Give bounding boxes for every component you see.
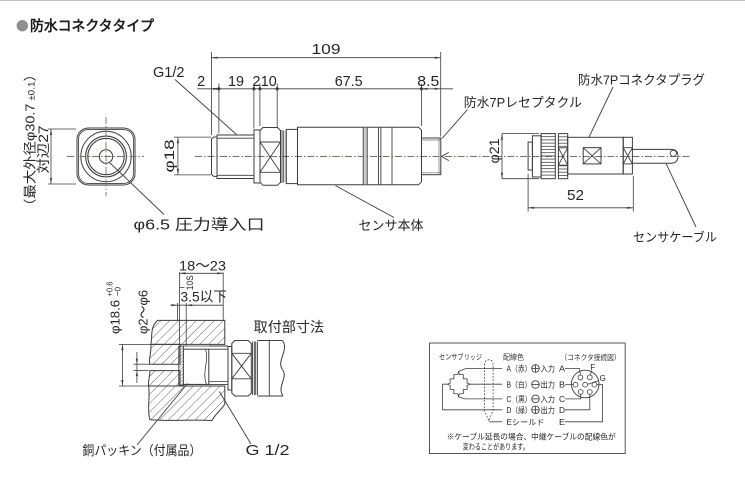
- svg-text:配線色: 配線色: [503, 351, 524, 361]
- svg-text:C: C: [559, 395, 565, 404]
- svg-text:防水7Pレセプタクル: 防水7Pレセプタクル: [464, 95, 582, 110]
- svg-text:φ18.6: φ18.6: [108, 300, 123, 334]
- svg-text:67.5: 67.5: [335, 74, 363, 90]
- svg-text:52: 52: [567, 188, 584, 204]
- svg-text:10: 10: [261, 74, 277, 90]
- svg-text:+0.6: +0.6: [105, 281, 115, 296]
- svg-text:防水コネクタタイプ: 防水コネクタタイプ: [30, 17, 154, 35]
- svg-text:2: 2: [197, 74, 205, 90]
- svg-text:G: G: [600, 374, 606, 383]
- svg-text:φ18: φ18: [161, 139, 177, 172]
- svg-text:出力: 出力: [541, 380, 556, 390]
- svg-text:G 1/2: G 1/2: [246, 443, 290, 459]
- svg-text:銅パッキン（付属品）: 銅パッキン（付属品）: [82, 443, 201, 458]
- svg-text:入力: 入力: [541, 364, 556, 374]
- svg-text:8.5: 8.5: [417, 74, 439, 90]
- svg-text:φ21: φ21: [486, 138, 502, 163]
- svg-text:防水7Pコネクタプラグ: 防水7Pコネクタプラグ: [578, 73, 705, 88]
- svg-text:（コネクタ接続図）: （コネクタ接続図）: [561, 352, 621, 362]
- svg-text:G1/2: G1/2: [153, 65, 185, 81]
- svg-text:2: 2: [252, 74, 260, 90]
- svg-text:出力: 出力: [541, 405, 556, 415]
- svg-text:−0: −0: [113, 287, 123, 296]
- svg-text:（最大外径φ30.7 ±0.1）: （最大外径φ30.7 ±0.1）: [23, 67, 38, 213]
- svg-text:入力: 入力: [541, 394, 556, 404]
- svg-text:19: 19: [228, 74, 244, 90]
- svg-text:φ2～φ6: φ2～φ6: [136, 290, 151, 334]
- svg-text:109: 109: [312, 42, 341, 58]
- svg-text:10S: 10S: [185, 275, 196, 290]
- svg-text:※ケーブル延長の場合、中継ケーブルの配線色が: ※ケーブル延長の場合、中継ケーブルの配線色が: [447, 432, 616, 442]
- svg-text:取付部寸法: 取付部寸法: [254, 319, 325, 335]
- svg-text:センサブリッジ: センサブリッジ: [439, 351, 482, 361]
- svg-text:D（緑）: D（緑）: [507, 405, 532, 415]
- svg-text:18～23: 18～23: [179, 257, 226, 273]
- svg-text:変わることがあります。: 変わることがあります。: [463, 442, 529, 452]
- svg-text:対辺27: 対辺27: [36, 126, 51, 174]
- svg-text:C（黒）: C（黒）: [507, 395, 532, 404]
- svg-text:D: D: [559, 406, 565, 415]
- svg-text:3.5以下: 3.5以下: [181, 289, 228, 305]
- svg-text:B（白）: B（白）: [507, 380, 532, 390]
- svg-text:B: B: [559, 381, 565, 390]
- svg-text:F: F: [590, 363, 595, 372]
- svg-text:A: A: [559, 365, 566, 374]
- svg-text:センサケーブル: センサケーブル: [633, 230, 717, 245]
- svg-text:φ6.5 圧力導入口: φ6.5 圧力導入口: [134, 217, 265, 234]
- svg-text:Eシールド: Eシールド: [507, 418, 545, 427]
- svg-text:センサ本体: センサ本体: [359, 218, 424, 233]
- svg-text:A（赤）: A（赤）: [507, 365, 532, 374]
- svg-text:E: E: [559, 418, 565, 427]
